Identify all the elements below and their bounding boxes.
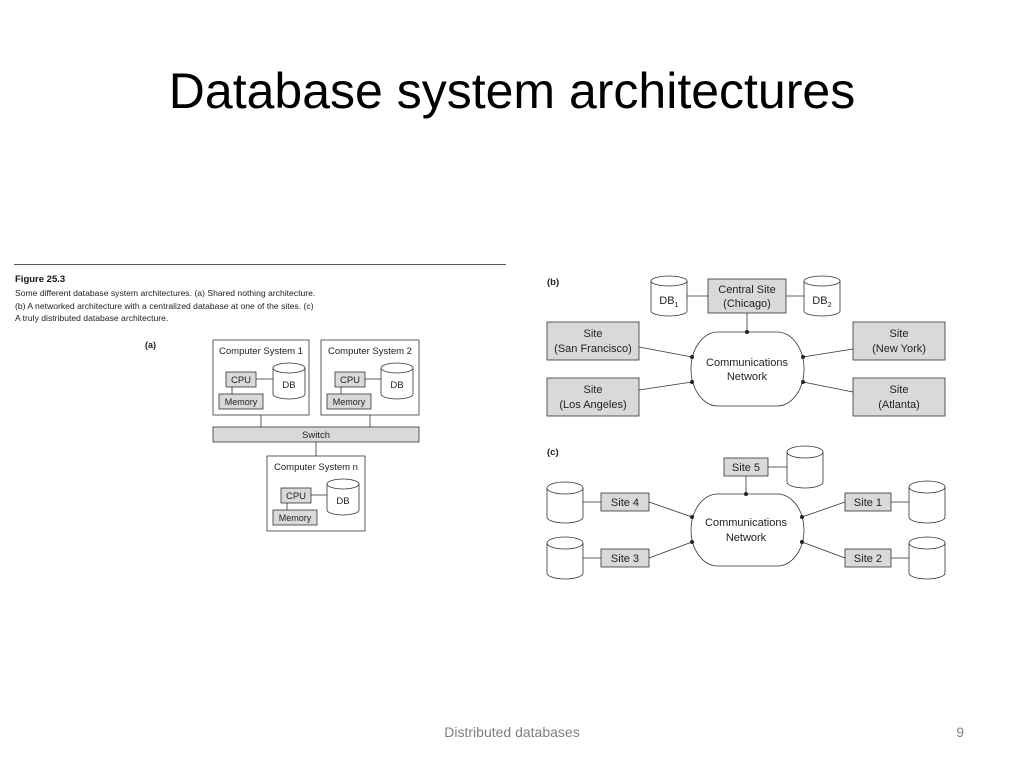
site-1-db-cylinder <box>908 480 946 524</box>
cpu-label: CPU <box>340 375 360 386</box>
computer-system-title: Computer System 2 <box>328 346 412 357</box>
site-label: Site 3 <box>611 553 639 565</box>
site-label: Site 4 <box>611 497 639 509</box>
site-4-db-cylinder <box>546 481 584 524</box>
site-label: Site <box>584 384 603 396</box>
site-2-db-cylinder <box>908 536 946 580</box>
site-city: (San Francisco) <box>554 343 632 355</box>
central-site-city: (Chicago) <box>723 298 771 310</box>
footer-text: Distributed databases <box>444 724 580 740</box>
cpu-box <box>334 371 366 388</box>
figure-label: Figure 25.3 <box>15 274 66 285</box>
site-city: (New York) <box>872 343 926 355</box>
central-site-label: Central Site <box>718 284 775 296</box>
memory-label: Memory <box>225 397 258 407</box>
site-los-angeles <box>546 377 640 417</box>
computer-system-title: Computer System 1 <box>219 346 303 357</box>
site-city: (Atlanta) <box>878 399 920 411</box>
page-number: 9 <box>956 724 964 740</box>
diagram-c: (c) Site 5 Communications Network Site 4 <box>546 445 946 580</box>
switch-label: Switch <box>302 430 330 441</box>
db1-label: DB1 <box>659 295 678 309</box>
part-a-label: (a) <box>145 340 156 350</box>
network-label: Communications <box>705 517 787 529</box>
site-5-db-cylinder <box>786 445 824 489</box>
computer-system-title: Computer System n <box>274 462 358 473</box>
memory-label: Memory <box>333 397 366 407</box>
site-label: Site 2 <box>854 553 882 565</box>
cpu-box <box>225 371 257 388</box>
caption-line: (b) A networked architecture with a cent… <box>15 300 314 311</box>
computer-system-n: Computer System n CPU Memory DB <box>266 455 366 532</box>
cpu-label: CPU <box>231 375 251 386</box>
site-label: Site <box>890 384 909 396</box>
communications-network-c <box>690 493 805 567</box>
central-site-box <box>707 278 787 314</box>
slide-title: Database system architectures <box>168 63 856 119</box>
site-label: Site <box>890 328 909 340</box>
communications-network-b <box>690 331 805 407</box>
caption-line: A truly distributed database architectur… <box>15 313 169 324</box>
db-cylinder <box>380 362 414 400</box>
part-c-label: (c) <box>547 447 559 458</box>
computer-system-1: Computer System 1 CPU Memory DB <box>212 339 310 416</box>
site-san-francisco <box>546 321 640 361</box>
caption-line: Some different database system architect… <box>15 288 316 298</box>
cpu-box <box>280 487 312 504</box>
computer-system-2: Computer System 2 CPU Memory DB <box>320 339 420 416</box>
diagram-a: (a) Computer System 1 CPU Memory DB Comp… <box>145 339 420 532</box>
db-cylinder <box>272 362 306 400</box>
site-label: Site <box>584 328 603 340</box>
part-b-label: (b) <box>547 277 559 288</box>
site-new-york <box>852 321 946 361</box>
site-atlanta <box>852 377 946 417</box>
db2-cylinder <box>803 275 841 317</box>
figure-caption: Some different database system architect… <box>15 287 375 325</box>
memory-box <box>272 509 318 526</box>
site-3-db-cylinder <box>546 536 584 580</box>
network-label: Network <box>727 371 768 383</box>
figure-rule <box>14 264 506 265</box>
db-label: DB <box>282 380 295 391</box>
cpu-label: CPU <box>286 491 306 502</box>
memory-label: Memory <box>279 513 312 523</box>
site-city: (Los Angeles) <box>559 399 626 411</box>
network-label: Network <box>726 532 767 544</box>
db-cylinder <box>326 478 360 516</box>
site-label: Site 1 <box>854 497 882 509</box>
db-label: DB <box>390 380 403 391</box>
diagram-b: (b) DB1 Central Site (Chicago) DB2 Commu… <box>546 275 946 417</box>
site-label: Site 5 <box>732 462 760 474</box>
db1-cylinder <box>650 275 688 317</box>
db-label: DB <box>336 496 349 507</box>
db2-label: DB2 <box>812 295 831 309</box>
memory-box <box>218 393 264 410</box>
memory-box <box>326 393 372 410</box>
network-label: Communications <box>706 357 788 369</box>
